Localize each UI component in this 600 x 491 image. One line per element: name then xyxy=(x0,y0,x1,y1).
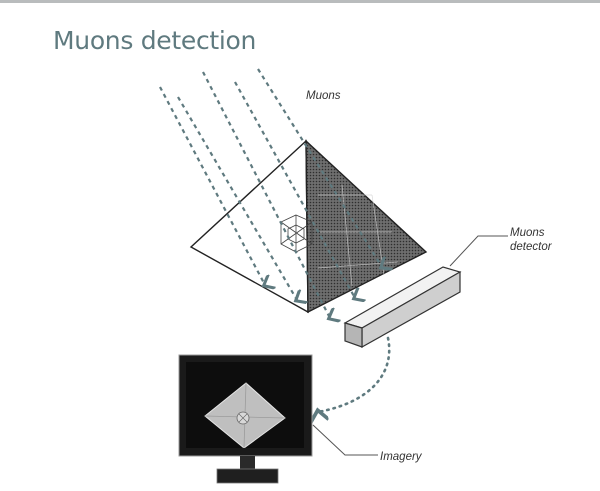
page-title: Muons detection xyxy=(53,26,257,55)
data-transfer-path xyxy=(318,336,391,412)
muons-label: Muons xyxy=(306,90,341,102)
detector-leader-line xyxy=(449,235,508,267)
muons-detector-label-line1: Muons xyxy=(510,227,545,239)
pyramid-lit-face xyxy=(189,139,309,314)
muons-detector-label-line2: detector xyxy=(510,241,552,253)
top-border xyxy=(0,0,600,3)
muons-detector-label: Muons detector xyxy=(510,226,552,254)
scan-image xyxy=(204,382,286,448)
muon-ray-4 xyxy=(234,81,355,298)
imagery-label: Imagery xyxy=(380,451,422,463)
monitor xyxy=(178,354,313,484)
muon-ray-5 xyxy=(257,68,382,267)
muon-ray-3 xyxy=(202,71,330,318)
monitor-neck xyxy=(240,456,255,469)
imagery-leader-line xyxy=(312,424,378,456)
muon-trajectories xyxy=(159,68,382,318)
monitor-base xyxy=(216,468,279,484)
muon-ray-1 xyxy=(159,86,265,285)
pyramid xyxy=(189,139,428,314)
pyramid-shaded-face xyxy=(305,139,428,314)
muons-detector xyxy=(343,266,462,349)
